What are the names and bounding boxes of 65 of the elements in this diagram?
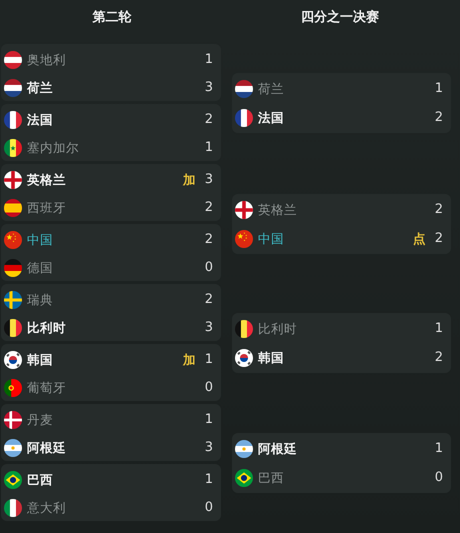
score: 2	[434, 231, 443, 247]
match-panel	[232, 313, 451, 373]
match-panel	[232, 194, 451, 254]
result-note: 加	[183, 352, 196, 368]
match-panel	[1, 464, 221, 521]
score: 0	[204, 260, 213, 276]
team-name: 比利时	[258, 321, 297, 337]
team-name: 阿根廷	[27, 440, 66, 456]
score: 2	[204, 292, 213, 308]
team-name: 意大利	[27, 500, 66, 516]
round-heading: 第二轮	[92, 10, 132, 26]
result-note: 加	[183, 172, 196, 188]
match-panel	[1, 404, 221, 461]
team-name: 中国	[27, 232, 53, 248]
team-name: 比利时	[27, 320, 66, 336]
round-heading: 四分之一决赛	[301, 10, 379, 26]
score: 1	[204, 352, 213, 368]
team-name: 荷兰	[27, 80, 53, 96]
score: 3	[204, 80, 213, 96]
team-name: 西班牙	[27, 200, 66, 216]
team-name: 葡萄牙	[27, 380, 66, 396]
score: 1	[434, 441, 443, 457]
score: 2	[204, 200, 213, 216]
team-name: 瑞典	[27, 292, 53, 308]
score: 2	[204, 232, 213, 248]
match-panel	[1, 284, 221, 341]
team-name: 巴西	[27, 472, 53, 488]
match-panel	[1, 344, 221, 401]
team-name: 韩国	[258, 350, 284, 366]
score: 2	[434, 202, 443, 218]
match-panel	[232, 433, 451, 493]
match-panel	[1, 224, 221, 281]
team-name: 阿根廷	[258, 441, 297, 457]
score: 1	[434, 321, 443, 337]
team-name: 韩国	[27, 352, 53, 368]
score: 3	[204, 440, 213, 456]
score: 2	[434, 110, 443, 126]
score: 2	[434, 350, 443, 366]
team-name: 英格兰	[27, 172, 66, 188]
team-name: 中国	[258, 231, 284, 247]
match-panel	[1, 44, 221, 101]
team-name: 丹麦	[27, 412, 53, 428]
team-name: 法国	[258, 110, 284, 126]
score: 3	[204, 172, 213, 188]
team-name: 巴西	[258, 470, 284, 486]
score: 1	[204, 472, 213, 488]
score: 0	[204, 500, 213, 516]
score: 3	[204, 320, 213, 336]
score: 0	[204, 380, 213, 396]
score: 0	[434, 470, 443, 486]
score: 1	[204, 52, 213, 68]
team-name: 奥地利	[27, 52, 66, 68]
score: 1	[434, 81, 443, 97]
team-name: 塞内加尔	[27, 140, 79, 156]
team-name: 荷兰	[258, 81, 284, 97]
team-name: 法国	[27, 112, 53, 128]
match-panel	[1, 104, 221, 161]
result-note: 点	[413, 231, 426, 247]
match-panel	[232, 73, 451, 133]
team-name: 德国	[27, 260, 53, 276]
team-name: 英格兰	[258, 202, 297, 218]
match-panel	[1, 164, 221, 221]
score: 1	[204, 140, 213, 156]
score: 1	[204, 412, 213, 428]
score: 2	[204, 112, 213, 128]
